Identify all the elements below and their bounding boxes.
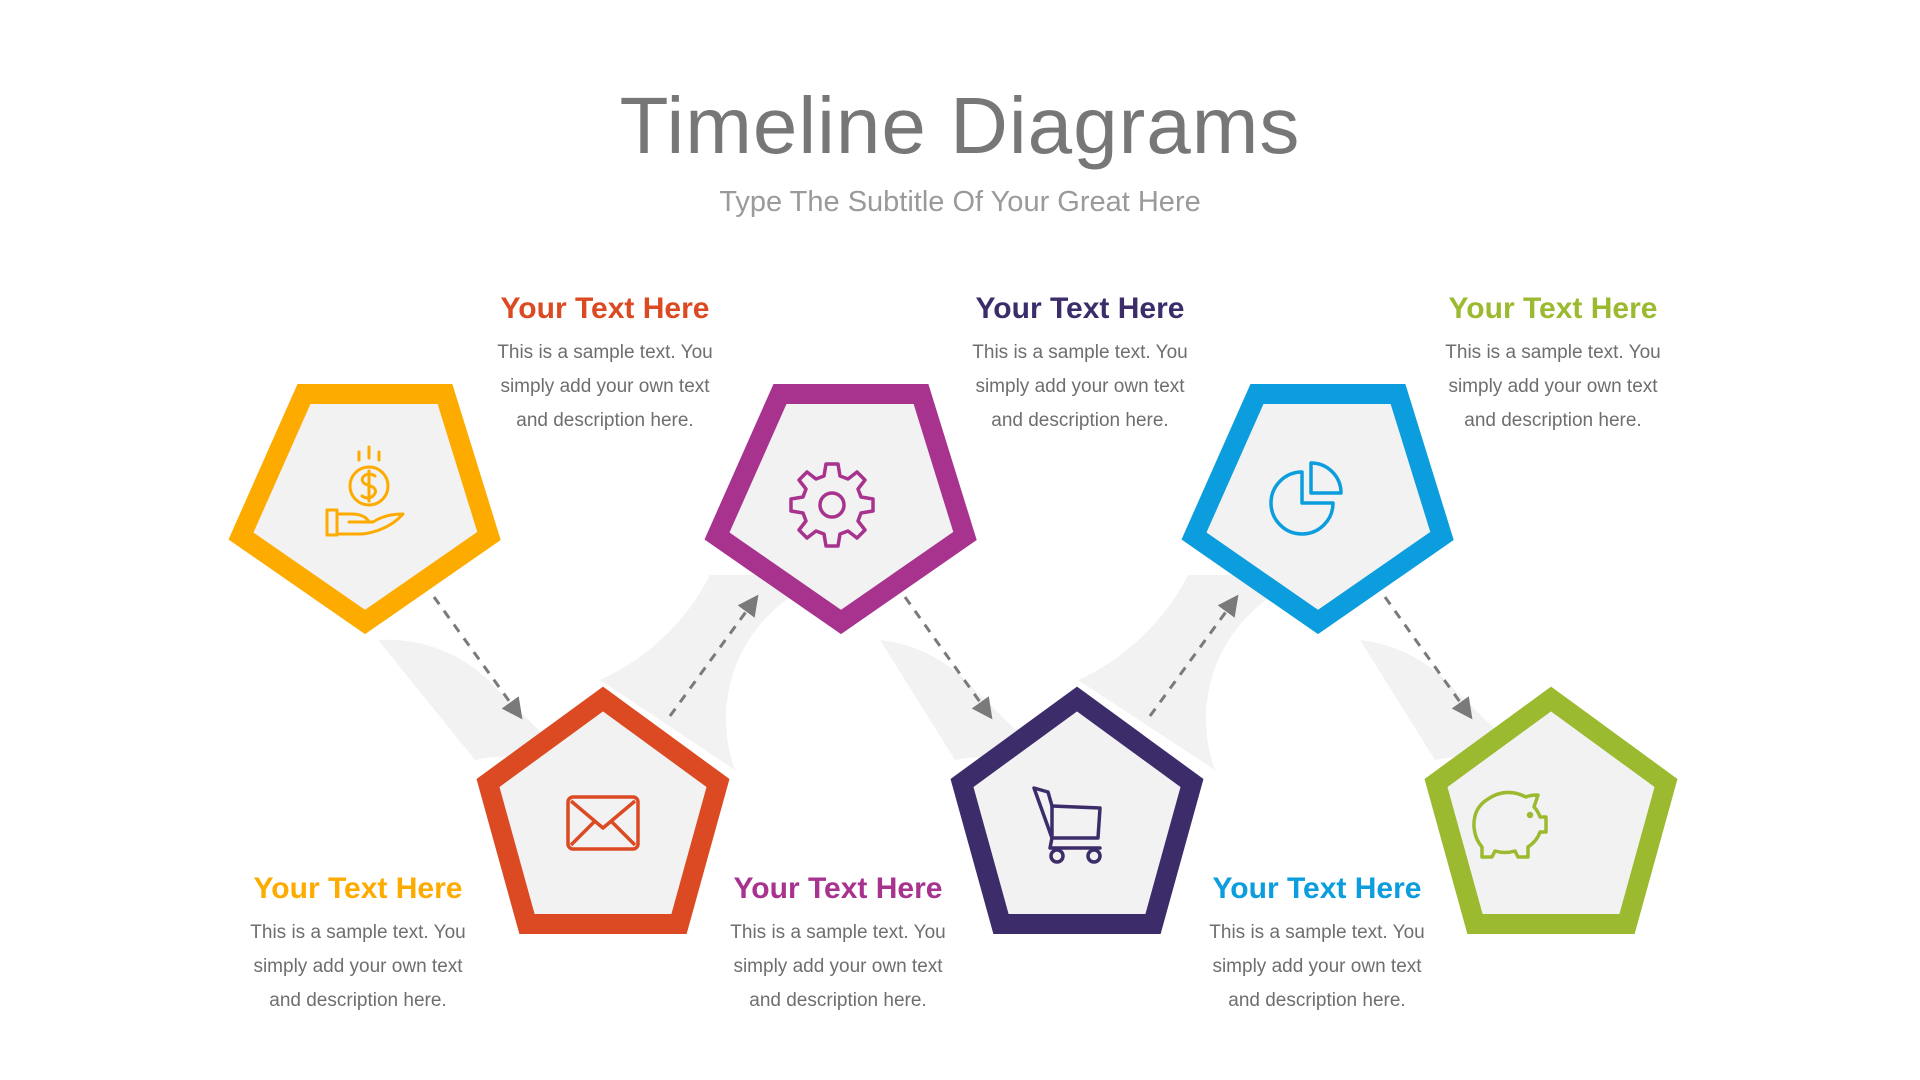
step-3-text: Your Text Here This is a sample text. Yo… [688, 872, 988, 1018]
step-3-heading: Your Text Here [733, 872, 943, 905]
band-segment-1 [378, 639, 620, 810]
step-3-desc: This is a sample text. You simply add yo… [730, 922, 946, 1011]
step-1-text: Your Text Here This is a sample text. Yo… [208, 872, 508, 1018]
band-segment-2 [600, 575, 840, 770]
money-hand-icon [325, 445, 405, 537]
step-4-text: Your Text Here This is a sample text. Yo… [930, 292, 1230, 438]
step-5-heading: Your Text Here [1212, 872, 1422, 905]
arrow-5-to-6 [1383, 596, 1473, 720]
pentagon-step-5 [1181, 384, 1454, 635]
flow-arrows [432, 594, 1473, 720]
page-subtitle: Type The Subtitle Of Your Great Here [719, 186, 1201, 218]
step-6-desc: This is a sample text. You simply add yo… [1445, 342, 1661, 431]
step-2-text: Your Text Here This is a sample text. Yo… [455, 292, 755, 438]
page-title: Timeline Diagrams [619, 81, 1301, 170]
pie-chart-icon [1269, 461, 1343, 536]
arrow-2-to-3 [668, 594, 759, 717]
gear-icon [789, 462, 875, 548]
arrow-1-to-2 [432, 596, 523, 720]
pentagon-step-1 [228, 384, 501, 635]
step-4-heading: Your Text Here [975, 292, 1185, 325]
step-2-heading: Your Text Here [500, 292, 710, 325]
arrow-4-to-5 [1148, 594, 1239, 717]
pentagon-step-6 [1424, 686, 1678, 934]
step-5-desc: This is a sample text. You simply add yo… [1209, 922, 1425, 1011]
step-5-text: Your Text Here This is a sample text. Yo… [1167, 872, 1467, 1018]
arrow-3-to-4 [903, 596, 993, 720]
piggy-bank-icon [1472, 790, 1548, 859]
band-segment-4 [1078, 575, 1320, 770]
pentagon-step-3 [704, 384, 977, 635]
pentagon-step-4 [950, 686, 1204, 934]
step-1-heading: Your Text Here [253, 872, 463, 905]
envelope-icon [566, 795, 640, 851]
step-1-desc: This is a sample text. You simply add yo… [250, 922, 466, 1011]
step-6-text: Your Text Here This is a sample text. Yo… [1403, 292, 1703, 438]
pentagon-step-2 [476, 686, 730, 934]
step-2-desc: This is a sample text. You simply add yo… [497, 342, 713, 431]
step-6-heading: Your Text Here [1448, 292, 1658, 325]
step-4-desc: This is a sample text. You simply add yo… [972, 342, 1188, 431]
shopping-cart-icon [1032, 786, 1102, 864]
